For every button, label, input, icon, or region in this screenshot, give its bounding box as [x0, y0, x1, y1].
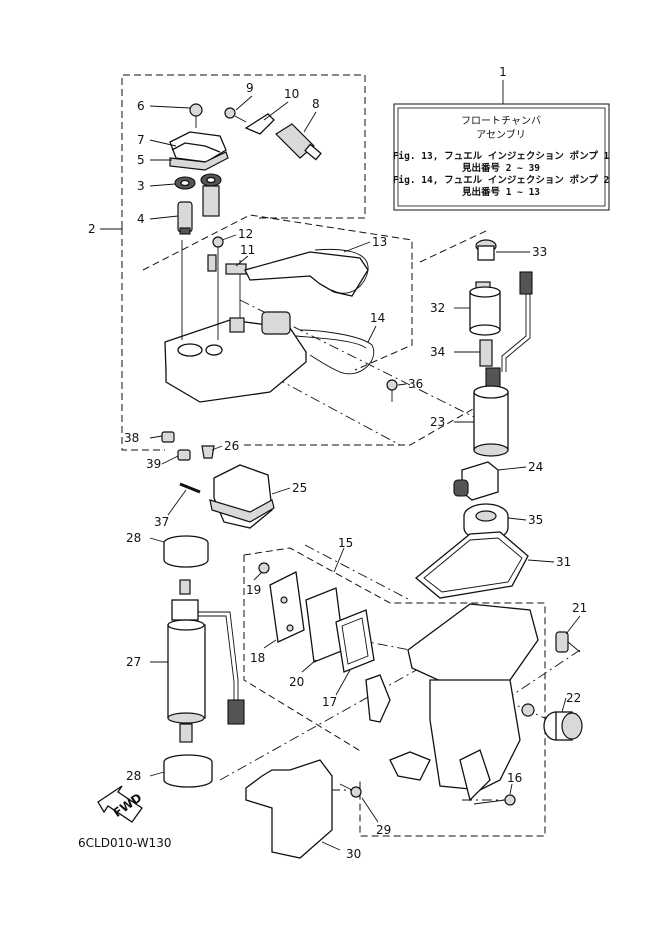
callout-34: 34	[430, 345, 445, 359]
part-34-fitting	[479, 339, 493, 367]
info-box-line4: 見出番号 2 ~ 39	[461, 162, 540, 174]
info-box-line2: アセンブリ	[476, 128, 526, 141]
part-17-gasket	[335, 609, 375, 673]
part-16-screw	[473, 794, 516, 806]
part-24-bracket	[453, 461, 499, 501]
callout-39: 39	[146, 457, 161, 471]
callout-15: 15	[338, 536, 353, 550]
part-3-grommet	[174, 173, 222, 217]
part-18-plate	[269, 571, 305, 643]
part-27-fuel-pump	[167, 579, 245, 743]
info-box-line5: Fig. 14, フュエル インジェクション ポンプ 2	[393, 174, 610, 186]
callout-5: 5	[137, 153, 145, 167]
callout-labels: 1 2 3 4 5 6 7 8 9 10 11 12 13 14 15 16 1…	[88, 65, 587, 861]
callout-3: 3	[137, 179, 145, 193]
part-6-screw	[189, 103, 203, 128]
callout-22: 22	[566, 691, 581, 705]
part-13-hose	[244, 248, 369, 297]
callout-4: 4	[137, 212, 145, 226]
callout-6: 6	[137, 99, 145, 113]
part-28-upper-ring	[163, 535, 209, 568]
callout-23: 23	[430, 415, 445, 429]
callout-7: 7	[137, 133, 145, 147]
info-box-line3: Fig. 13, フュエル インジェクション ポンプ 1	[393, 150, 610, 162]
callout-20: 20	[289, 675, 304, 689]
callout-36: 36	[408, 377, 423, 391]
part-2-chamber-top	[164, 240, 307, 403]
part-33-grommet	[475, 239, 497, 261]
part-30-bracket	[245, 759, 333, 859]
callout-13: 13	[372, 235, 387, 249]
part-8-valve	[275, 123, 322, 161]
callout-37: 37	[154, 515, 169, 529]
part-26-pin	[201, 445, 215, 459]
part-23-fuel-pump	[473, 367, 509, 457]
info-box: フロートチャンバ アセンブリ Fig. 13, フュエル インジェクション ポン…	[393, 80, 610, 211]
callout-33: 33	[532, 245, 547, 259]
part-5-gasket	[169, 151, 229, 171]
callout-31: 31	[556, 555, 571, 569]
part-36-screw	[386, 379, 398, 402]
leader-lines	[100, 95, 581, 851]
info-box-line1: フロートチャンバ	[461, 115, 541, 127]
part-37-clip	[179, 482, 201, 494]
part-29-bolt	[339, 783, 362, 798]
part-19-screw	[258, 562, 270, 574]
part-11-fitting	[207, 254, 247, 275]
callout-2: 2	[88, 222, 96, 236]
callout-11: 11	[240, 243, 255, 257]
part-22-damper	[543, 711, 583, 741]
callout-35: 35	[528, 513, 543, 527]
part-25-cover	[209, 464, 275, 529]
callout-29: 29	[376, 823, 391, 837]
figure-code: 6CLD010-W130	[78, 836, 171, 850]
part-39-bolt	[177, 449, 191, 461]
callout-32: 32	[430, 301, 445, 315]
part-31-gasket	[414, 531, 529, 599]
callout-12: 12	[238, 227, 253, 241]
fwd-arrow-icon: FWD	[97, 785, 144, 823]
callout-26: 26	[224, 439, 239, 453]
callout-10: 10	[284, 87, 299, 101]
callout-8: 8	[312, 97, 320, 111]
callout-17: 17	[322, 695, 337, 709]
part-38-bolt	[161, 431, 175, 443]
callout-21: 21	[572, 601, 587, 615]
part-7-cover	[169, 131, 227, 163]
callout-24: 24	[528, 460, 543, 474]
info-box-line6: 見出番号 1 ~ 13	[461, 186, 540, 198]
part-pump-wire	[501, 271, 533, 372]
part-14-hose	[295, 329, 375, 375]
callout-18: 18	[250, 651, 265, 665]
callout-9: 9	[246, 81, 254, 95]
callout-1: 1	[499, 65, 507, 79]
group-boundaries	[121, 74, 581, 837]
callout-14: 14	[370, 311, 385, 325]
callout-30: 30	[346, 847, 361, 861]
part-12-screw	[212, 236, 224, 248]
part-32-filter	[469, 281, 501, 336]
callout-27: 27	[126, 655, 141, 669]
part-28-lower-ring	[163, 754, 213, 788]
callout-16: 16	[507, 771, 522, 785]
part-10-bracket	[244, 113, 275, 135]
callout-38: 38	[124, 431, 139, 445]
callout-25: 25	[292, 481, 307, 495]
callout-28-upper: 28	[126, 531, 141, 545]
part-4-filter	[177, 201, 193, 235]
callout-19: 19	[246, 583, 261, 597]
part-9-screw	[224, 107, 247, 123]
part-15-float-chamber	[365, 603, 539, 802]
part-21-bolt	[555, 631, 581, 653]
callout-28-lower: 28	[126, 769, 141, 783]
